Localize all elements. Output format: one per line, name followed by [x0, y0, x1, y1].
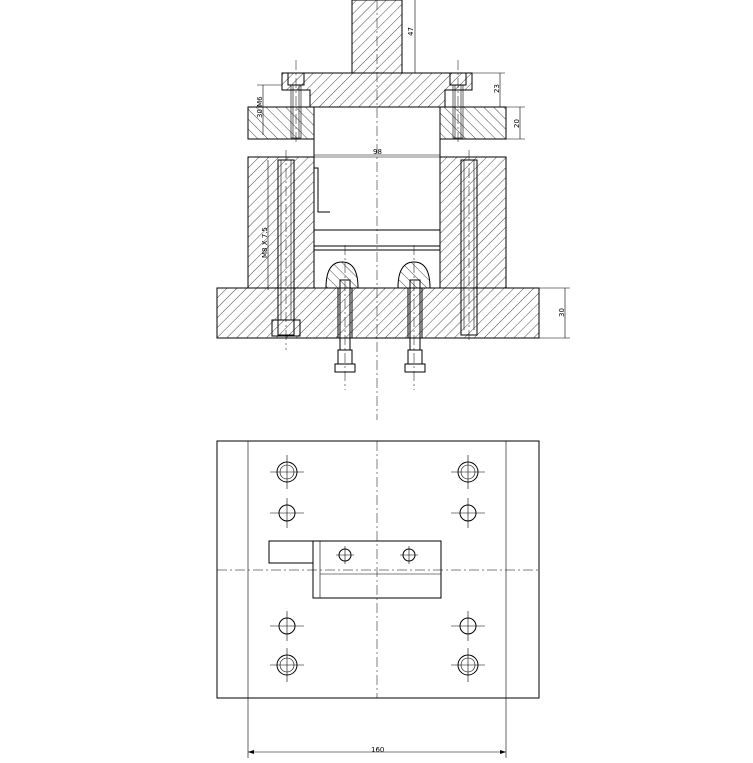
- ejector-bolt-left: [334, 279, 356, 373]
- section-view: 47 23 20 30 M6 98 M8 X 7.5 30: [216, 0, 570, 420]
- plan-width-dimension: [248, 750, 506, 754]
- dim-punch-height: 47: [407, 27, 415, 36]
- plan-view: 160: [216, 440, 540, 758]
- lower-die-base: [216, 287, 540, 339]
- hole-centerlines: [270, 455, 485, 682]
- punch-shank: [351, 0, 403, 420]
- upper-die-holder: [281, 72, 473, 108]
- ejector-bolt-right: [404, 279, 426, 373]
- dim-pillar-label: M8 X 7.5: [261, 227, 269, 258]
- cap-screw-top-left: [287, 60, 305, 145]
- guide-holes: [276, 461, 479, 676]
- dim-holder-top: 23: [493, 84, 501, 93]
- plan-outline: [216, 440, 540, 699]
- dim-plan-width: 160: [371, 746, 384, 754]
- dim-guide-width: 98: [373, 148, 382, 156]
- strip-part: [268, 540, 442, 599]
- cap-screw-top-right: [449, 60, 467, 145]
- dimension-lines-section: [257, 0, 570, 339]
- dim-holder-plate: 20: [513, 119, 521, 128]
- dim-bolt-left: 30 M6: [256, 96, 264, 118]
- dim-base-plate: 30: [558, 308, 566, 317]
